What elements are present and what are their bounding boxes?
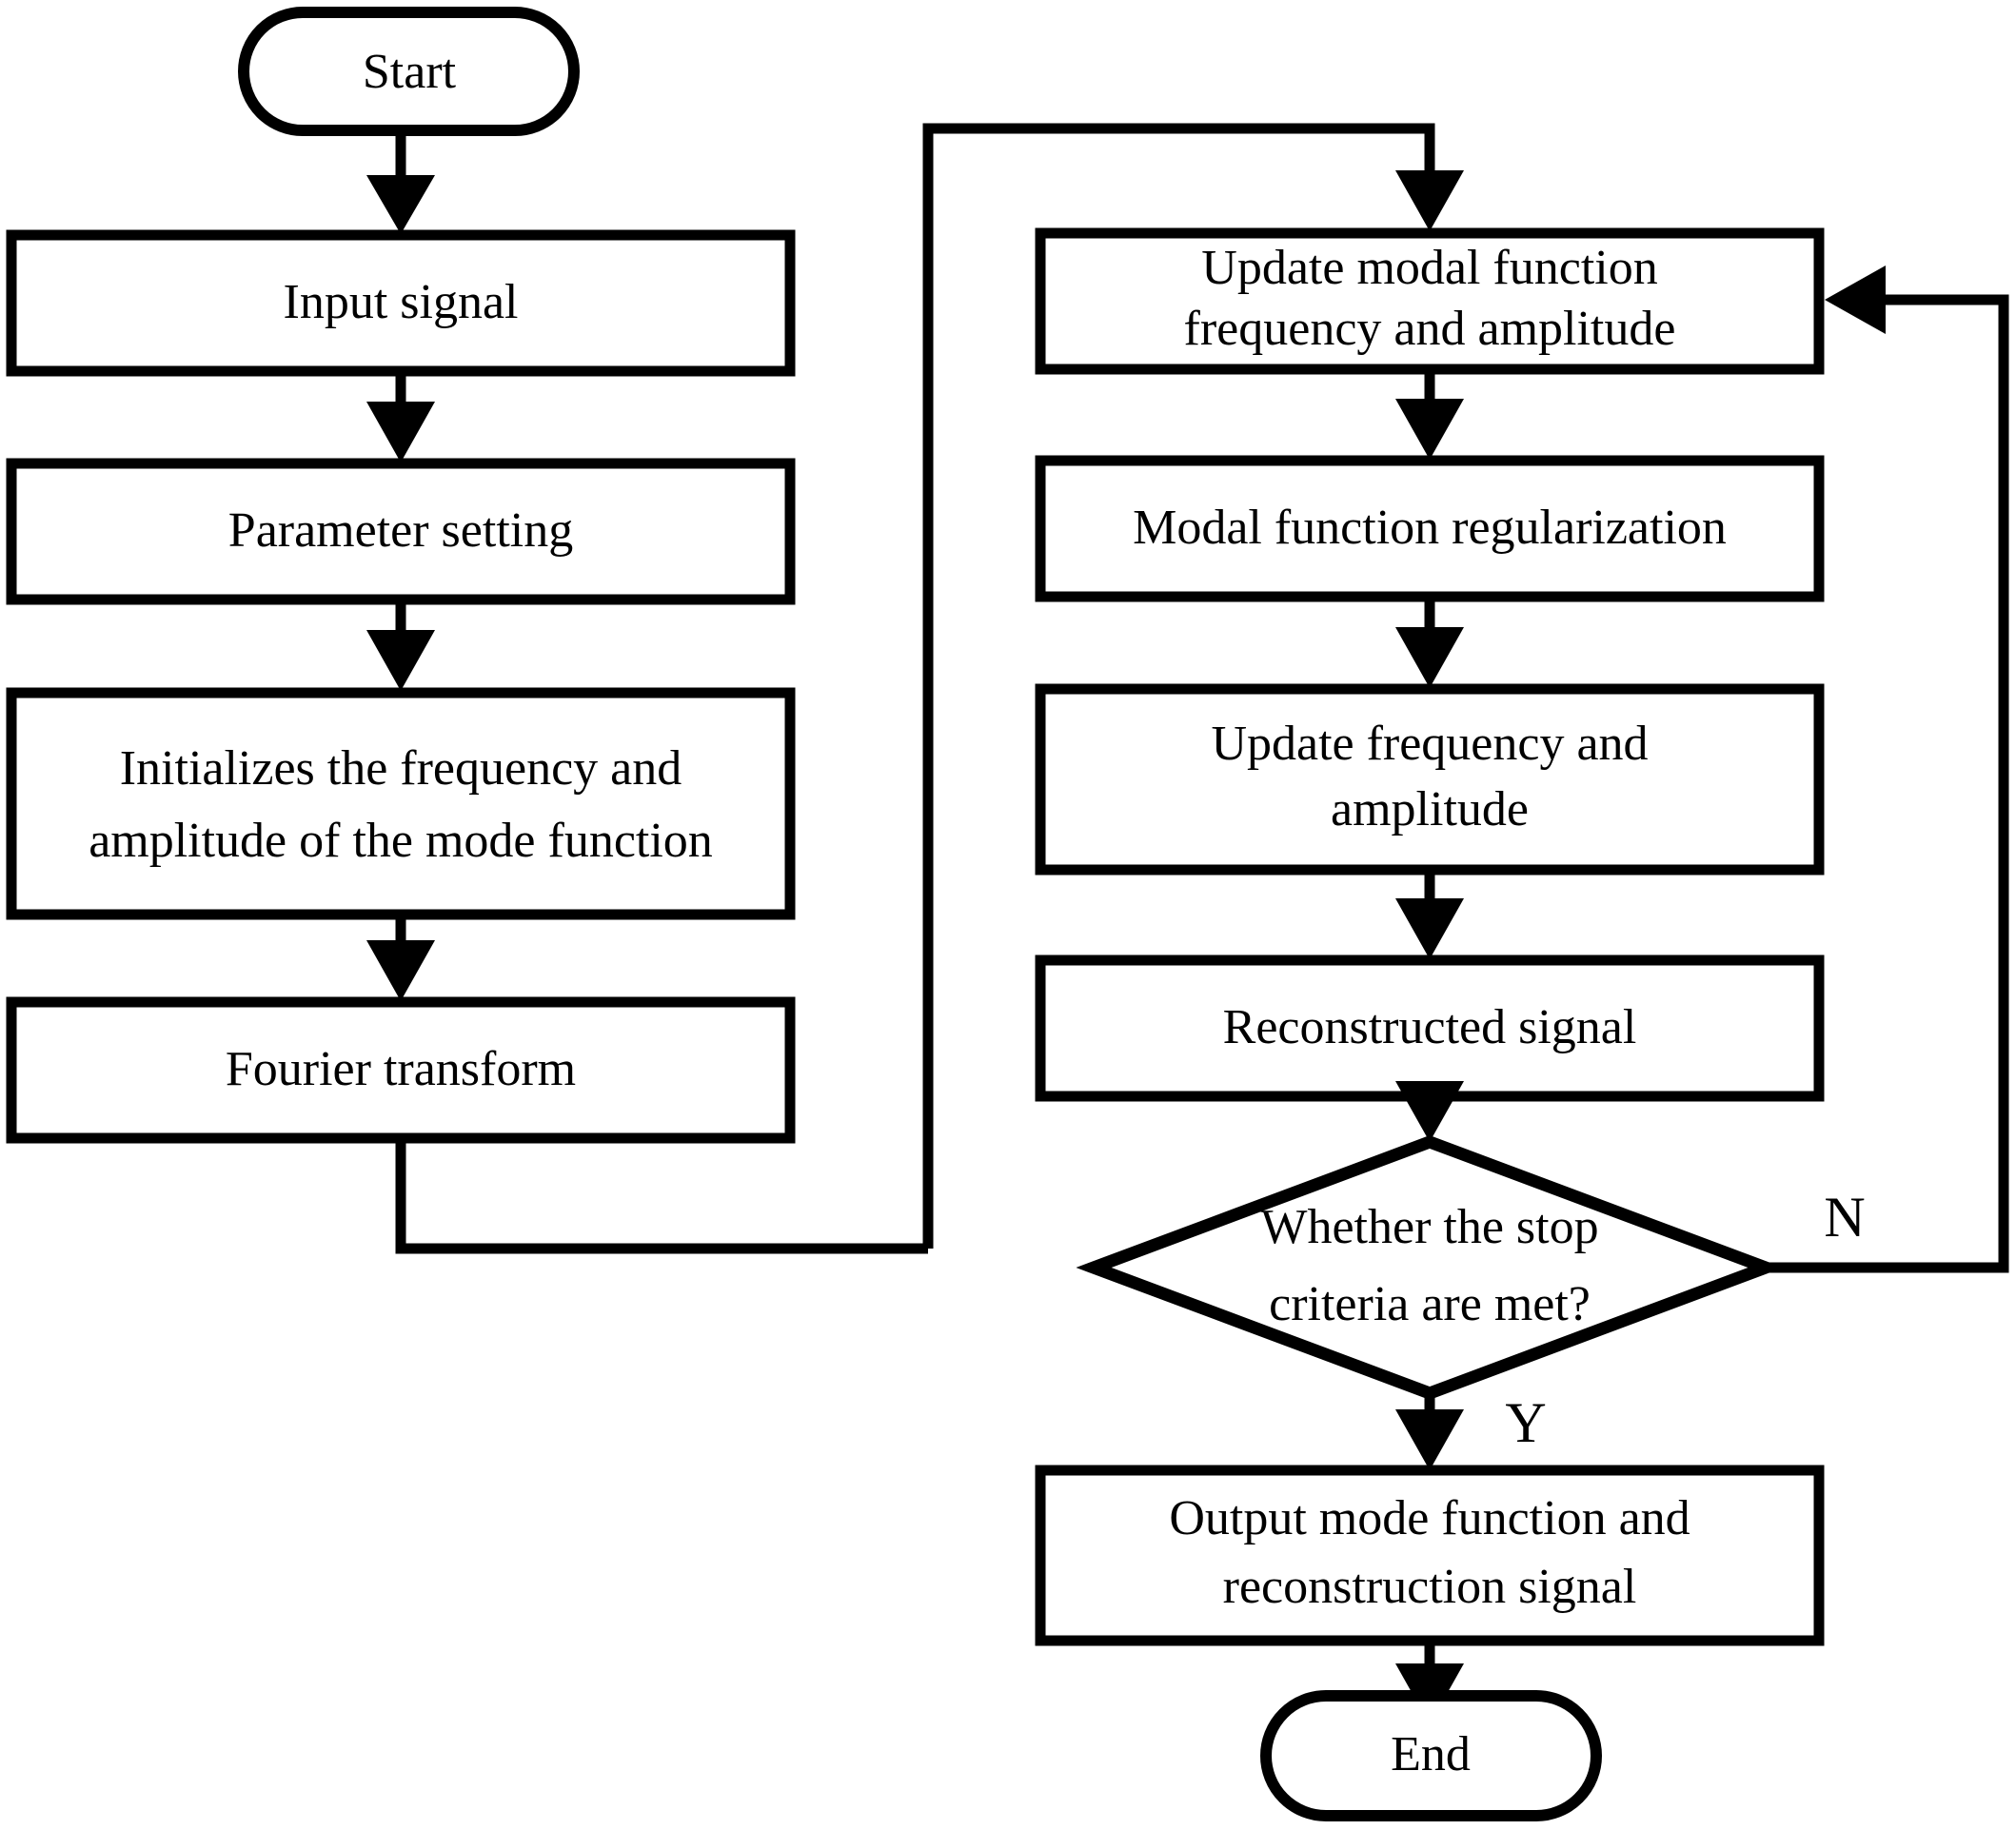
connector-decision-yes-branch	[1395, 1393, 1464, 1470]
parameter-setting-label: Parameter setting	[228, 503, 573, 558]
arrowhead-down-icon	[1395, 170, 1464, 231]
modal-regularization-label: Modal function regularization	[1133, 501, 1727, 555]
decision-label-line1: Whether the stop	[1260, 1200, 1598, 1254]
connector-decision-no-branch	[1766, 266, 2009, 1273]
arrowhead-down-icon	[1395, 627, 1464, 688]
node-parameter-setting[interactable]: Parameter setting	[6, 458, 796, 605]
node-modal-function-regularization[interactable]: Modal function regularization	[1035, 455, 1825, 602]
branch-label-yes: Y	[1505, 1391, 1546, 1454]
update-frequency-box	[1035, 683, 1825, 876]
connector-reconstructed-to-decision	[1395, 1081, 1464, 1142]
node-reconstructed-signal[interactable]: Reconstructed signal	[1035, 954, 1825, 1102]
end-label: End	[1391, 1727, 1471, 1781]
fourier-transform-box	[6, 996, 796, 1144]
output-label-line1: Output mode function and	[1169, 1491, 1690, 1545]
node-update-frequency-amplitude[interactable]: Update frequency and amplitude	[1035, 683, 1825, 876]
start-label: Start	[363, 45, 457, 99]
fourier-transform-label: Fourier transform	[226, 1042, 576, 1096]
update-modal-label-line1: Update modal function	[1201, 241, 1657, 295]
arrowhead-down-icon	[1395, 898, 1464, 959]
arrowhead-down-icon	[366, 175, 435, 234]
update-frequency-label-line2: amplitude	[1331, 782, 1529, 836]
decision-diamond-shape	[1076, 1135, 1784, 1400]
node-input-signal[interactable]: Input signal	[6, 229, 796, 377]
update-modal-function-box	[1035, 227, 1825, 375]
update-frequency-label-line1: Update frequency and	[1211, 717, 1648, 771]
connector-loop-entry-rail	[922, 123, 1464, 1249]
connector-input-to-parameter	[366, 371, 435, 462]
output-label-line2: reconstruction signal	[1223, 1560, 1637, 1614]
node-fourier-transform[interactable]: Fourier transform	[6, 996, 796, 1144]
initialize-label-line1: Initializes the frequency and	[120, 741, 682, 796]
initialize-box	[6, 687, 796, 920]
node-initialize-mode-function[interactable]: Initializes the frequency and amplitude …	[6, 687, 796, 920]
end-terminator-shape	[1260, 1690, 1602, 1821]
node-end[interactable]: End	[1260, 1690, 1602, 1821]
connector-initialize-to-fourier	[366, 915, 435, 1001]
output-box	[1035, 1465, 1825, 1646]
connector-fourier-to-loop-entry	[395, 1138, 928, 1254]
connector-parameter-to-initialize	[366, 600, 435, 691]
node-decision-stop-criteria[interactable]: Whether the stop criteria are met?	[1076, 1135, 1784, 1400]
connector-regularization-to-updatefreq	[1395, 597, 1464, 688]
arrowhead-left-icon	[1825, 266, 1886, 334]
decision-label-line2: criteria are met?	[1269, 1277, 1591, 1331]
node-update-modal-function[interactable]: Update modal function frequency and ampl…	[1035, 227, 1825, 375]
initialize-label-line2: amplitude of the mode function	[89, 814, 713, 868]
branch-label-no: N	[1824, 1186, 1865, 1249]
arrowhead-down-icon	[366, 630, 435, 691]
connector-updatefreq-to-reconstructed	[1395, 870, 1464, 959]
arrowhead-down-icon	[1395, 1081, 1464, 1142]
arrowhead-down-icon	[366, 940, 435, 1001]
input-signal-box	[6, 229, 796, 377]
parameter-setting-box	[6, 458, 796, 605]
update-modal-label-line2: frequency and amplitude	[1184, 302, 1676, 356]
modal-regularization-box	[1035, 455, 1825, 602]
input-signal-label: Input signal	[284, 275, 519, 329]
arrowhead-down-icon	[1395, 1409, 1464, 1470]
reconstructed-signal-box	[1035, 954, 1825, 1102]
start-terminator-shape	[238, 7, 580, 136]
connector-start-to-input	[366, 130, 435, 234]
connector-updatemodal-to-regularization	[1395, 369, 1464, 460]
node-start[interactable]: Start	[238, 7, 580, 136]
arrowhead-down-icon	[1395, 399, 1464, 460]
arrowhead-down-icon	[366, 402, 435, 462]
reconstructed-signal-label: Reconstructed signal	[1223, 1000, 1637, 1054]
node-output-mode-function[interactable]: Output mode function and reconstruction …	[1035, 1465, 1825, 1646]
